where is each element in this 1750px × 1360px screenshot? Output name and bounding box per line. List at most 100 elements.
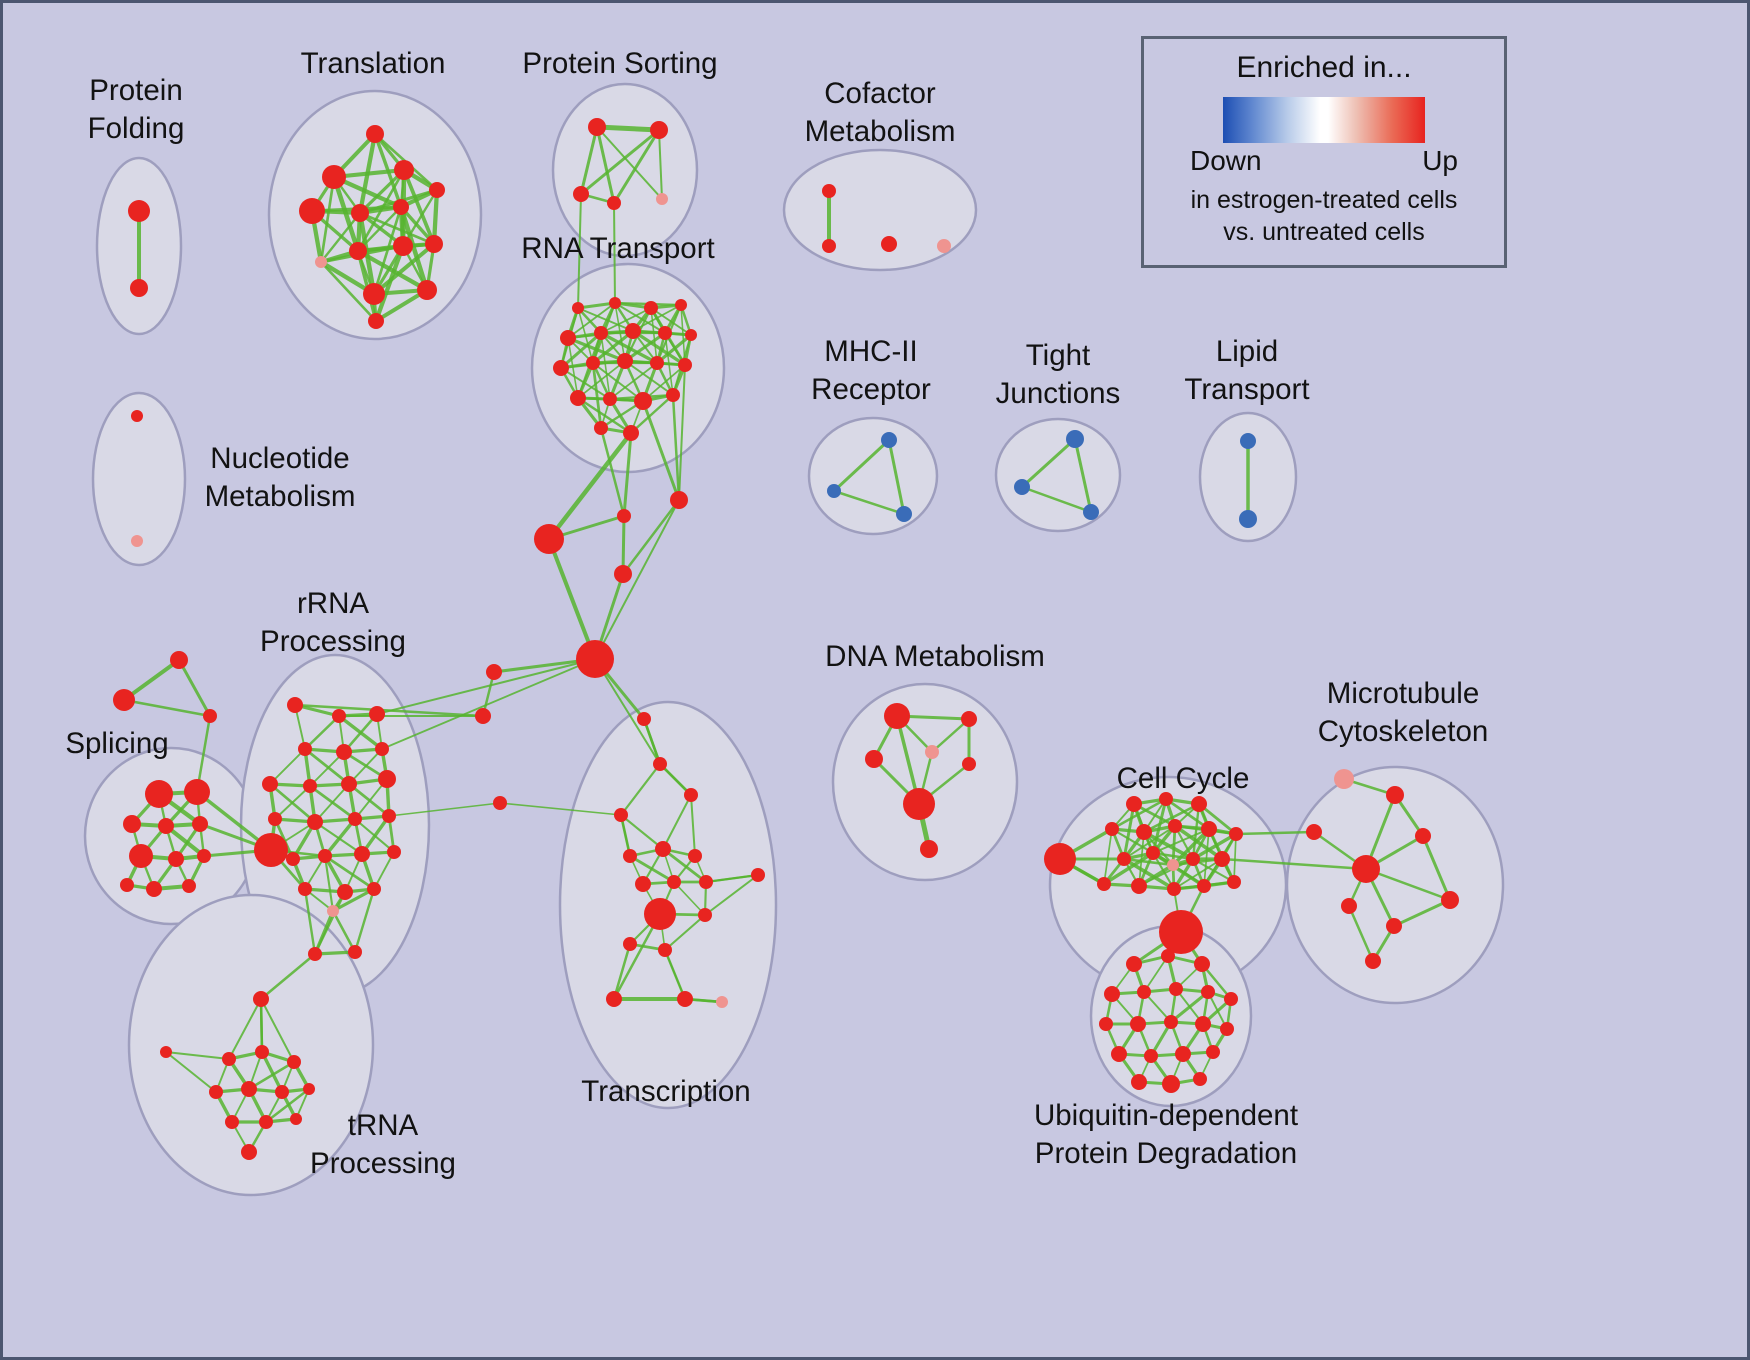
- node-tx2: [653, 757, 667, 771]
- node-rr15: [286, 852, 300, 866]
- edge: [704, 874, 759, 916]
- node-h3: [534, 524, 564, 554]
- edge: [690, 794, 696, 857]
- edge: [622, 431, 633, 518]
- edge: [331, 909, 357, 954]
- node-ub19: [1162, 1075, 1180, 1093]
- node-tn11: [241, 1144, 257, 1160]
- node-sp4: [158, 818, 174, 834]
- node-tr1: [366, 125, 384, 143]
- node-dm3: [865, 750, 883, 768]
- node-tx13: [623, 937, 637, 951]
- edge: [1169, 990, 1210, 1024]
- node-mc7: [1341, 898, 1357, 914]
- node-cc9: [1117, 852, 1131, 866]
- cluster-label-pf: Folding: [88, 112, 185, 145]
- node-cc12: [1186, 852, 1200, 866]
- node-cm4: [937, 239, 951, 253]
- edge: [591, 361, 603, 430]
- edge: [1152, 828, 1210, 854]
- cluster-ellipse-tj: [994, 417, 1122, 533]
- edge: [546, 430, 634, 542]
- edge: [303, 714, 341, 751]
- edge: [629, 393, 675, 435]
- node-cc7: [1201, 821, 1217, 837]
- cluster-ellipse-ps: [551, 82, 699, 258]
- node-rr6: [375, 742, 389, 756]
- node-rrB: [254, 833, 288, 867]
- edge: [594, 658, 661, 765]
- node-rt20: [623, 425, 639, 441]
- edge: [331, 174, 404, 210]
- cluster-ellipse-nm: [91, 391, 187, 567]
- node-tr10: [393, 236, 413, 256]
- node-rr7: [262, 776, 278, 792]
- node-g2: [475, 708, 491, 724]
- node-rr23: [308, 947, 322, 961]
- node-rt17: [634, 392, 652, 410]
- node-rr21: [367, 882, 381, 896]
- node-tr9: [349, 242, 367, 260]
- node-sp10: [182, 879, 196, 893]
- cluster-label-pf: Protein: [89, 74, 182, 107]
- edge: [373, 851, 395, 890]
- edge: [1102, 851, 1155, 886]
- node-tr13: [417, 280, 437, 300]
- legend-context-line2: vs. untreated cells: [1223, 218, 1425, 246]
- edge: [259, 997, 264, 1054]
- node-lt1: [1240, 433, 1256, 449]
- node-dm2: [961, 711, 977, 727]
- cluster-label-tr: Translation: [301, 47, 446, 80]
- edge: [621, 514, 626, 576]
- cluster-label-mh: MHC-II: [824, 335, 917, 368]
- node-tr8: [315, 256, 327, 268]
- node-ub13: [1220, 1022, 1234, 1036]
- node-ub4: [1104, 986, 1120, 1002]
- edge: [621, 498, 681, 576]
- node-cc13: [1214, 851, 1230, 867]
- node-g3: [493, 796, 507, 810]
- node-lt2: [1239, 510, 1257, 528]
- edge: [576, 301, 617, 310]
- cluster-label-cm: Metabolism: [805, 115, 956, 148]
- edge: [594, 124, 662, 133]
- node-mc3: [1306, 824, 1322, 840]
- node-rt14: [678, 358, 692, 372]
- cluster-label-tn: tRNA: [348, 1109, 419, 1142]
- cluster-label-nm: Metabolism: [205, 480, 356, 513]
- edge: [353, 887, 376, 954]
- node-ub1: [1126, 956, 1142, 972]
- edge: [600, 307, 652, 334]
- node-rt7: [625, 323, 641, 339]
- edge: [594, 499, 680, 660]
- node-rr9: [341, 776, 357, 792]
- edge: [832, 489, 906, 516]
- node-tr12: [363, 283, 385, 305]
- edge: [613, 202, 616, 304]
- node-ps5: [656, 193, 668, 205]
- cluster-label-ub: Ubiquitin-dependent: [1034, 1099, 1298, 1132]
- cluster-label-rr: rRNA: [297, 587, 369, 620]
- node-cm1: [822, 184, 836, 198]
- node-ub2: [1161, 949, 1175, 963]
- node-tn3: [287, 1055, 301, 1069]
- cluster-label-sp: Splicing: [65, 727, 168, 760]
- node-mh2: [827, 484, 841, 498]
- edge: [1110, 797, 1168, 831]
- node-rt18: [666, 388, 680, 402]
- node-tx12: [698, 908, 712, 922]
- edge: [313, 890, 347, 956]
- node-dm5: [962, 757, 976, 771]
- edge: [342, 712, 379, 754]
- edge: [431, 187, 440, 247]
- edge: [663, 948, 687, 1001]
- edge: [1364, 867, 1452, 902]
- node-dm4: [925, 745, 939, 759]
- edge: [1347, 904, 1375, 963]
- node-rr17: [354, 846, 370, 862]
- edge: [388, 802, 501, 817]
- edge: [599, 426, 626, 518]
- node-tr2: [322, 165, 346, 189]
- edge: [1220, 857, 1368, 871]
- node-tx14: [658, 943, 672, 957]
